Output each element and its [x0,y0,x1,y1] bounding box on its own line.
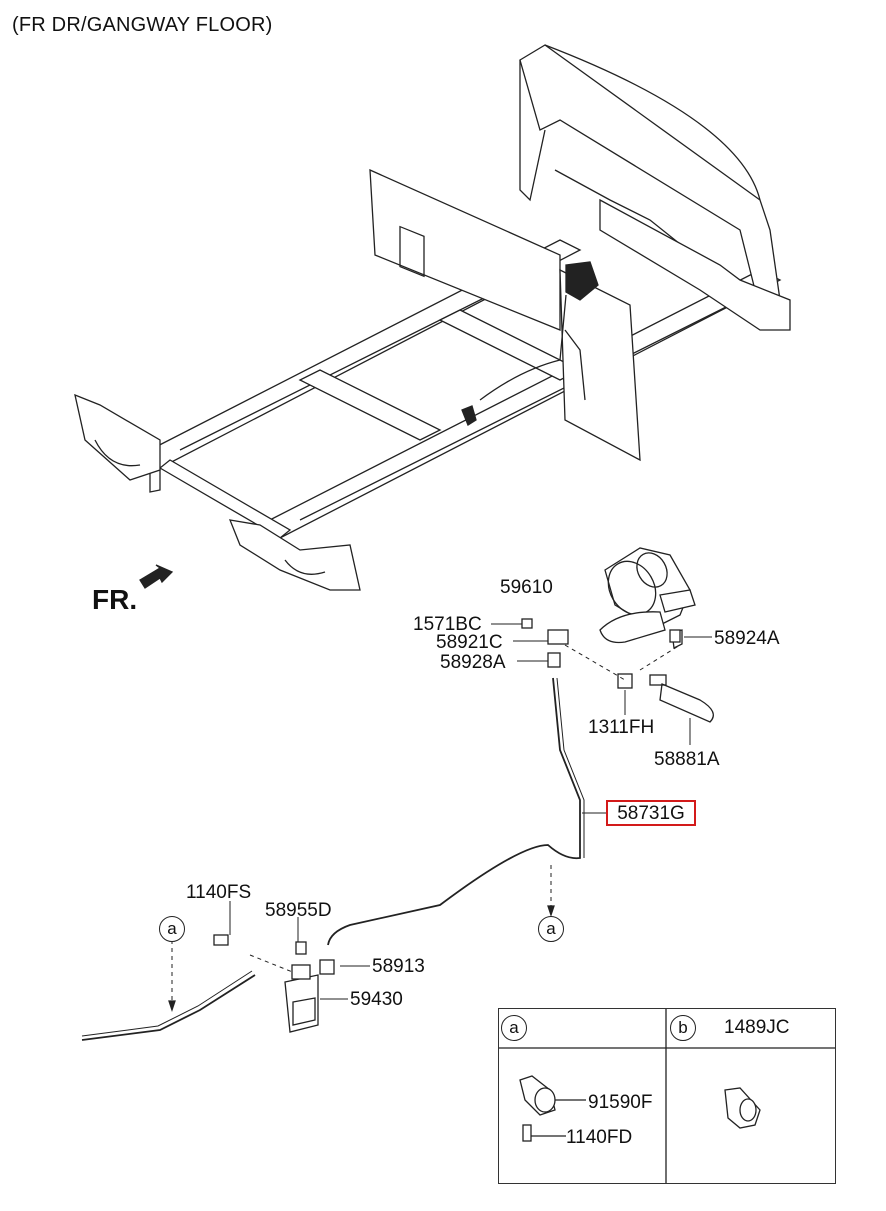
tube-left [81,974,256,1041]
legend-part-1140fd: 1140FD [566,1127,633,1148]
part-label-58731g-highlighted[interactable]: 58731G [606,800,696,826]
part-label-59430: 59430 [350,989,403,1010]
diagram-title: (FR DR/GANGWAY FLOOR) [12,14,273,36]
part-label-59610: 59610 [500,577,553,598]
part-label-58921c: 58921C [436,632,503,653]
part-label-58928a: 58928A [440,652,506,673]
front-direction-label: FR. [92,584,138,615]
part-label-58924a: 58924A [714,628,780,649]
legend-header-b: b [670,1015,696,1041]
leader-lines [229,623,712,1000]
part-label-1571bc: 1571BC [413,614,482,635]
hose-58881a [659,683,714,723]
part-label-1311fh: 1311FH [588,717,655,738]
legend-part-91590f: 91590F [588,1092,653,1113]
tube-58731g [327,677,581,946]
fittings [521,618,681,689]
part-label-58913: 58913 [372,956,425,977]
ref-circle-a-left: a [159,916,185,942]
chassis-frame [74,44,791,591]
clamp-b-illustration [724,1087,761,1129]
legend-header-a: a [501,1015,527,1041]
clamp-a-illustration [519,1075,586,1142]
front-arrow [139,564,174,589]
valve-59430 [213,934,335,1033]
part-label-58955d: 58955D [265,900,332,921]
part-label-58881a: 58881A [654,749,720,770]
ref-circle-a-right: a [538,916,564,942]
cylinder-assembly [599,547,696,649]
part-label-1140fs: 1140FS [186,882,252,903]
legend-table [498,1008,836,1184]
legend-part-1489jc: 1489JC [724,1017,790,1038]
